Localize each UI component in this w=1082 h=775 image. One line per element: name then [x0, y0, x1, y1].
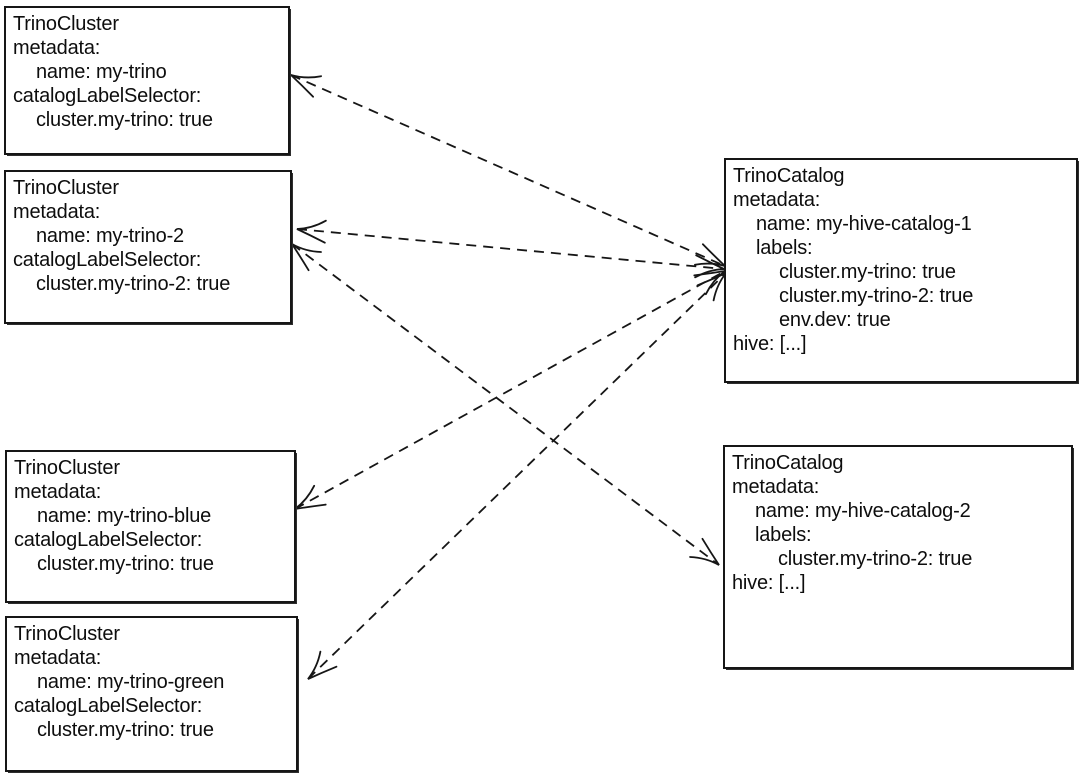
node-text-line: TrinoCatalog [733, 165, 845, 187]
node-text-line: cluster.my-trino-2: true [778, 548, 973, 570]
node-text-line: metadata: [14, 481, 102, 503]
node-text-line: TrinoCluster [13, 177, 119, 199]
node-text-line: name: my-trino-2 [36, 225, 184, 247]
node-text-line: cluster.my-trino: true [779, 261, 956, 283]
node-text-line: metadata: [732, 476, 820, 498]
node-text-line: hive: [...] [733, 333, 807, 355]
edge-trino-cluster-my-trino-2-to-trino-catalog-my-hive-catalog-1 [296, 219, 725, 279]
edge-trino-cluster-my-trino-to-trino-catalog-my-hive-catalog-1 [290, 74, 726, 267]
node-text-line: metadata: [14, 647, 102, 669]
node-text-line: cluster.my-trino-2: true [779, 285, 974, 307]
node-text-line: TrinoCluster [13, 13, 119, 35]
node-text-line: catalogLabelSelector: [14, 695, 203, 717]
node-text-line: cluster.my-trino-2: true [36, 273, 231, 295]
node-text-line: TrinoCluster [14, 623, 120, 645]
edge-trino-cluster-my-trino-green-to-trino-catalog-my-hive-catalog-1 [307, 272, 727, 680]
node-text-line: name: my-trino [36, 61, 167, 83]
node-text-line: TrinoCluster [14, 457, 120, 479]
node-text-line: TrinoCatalog [732, 452, 844, 474]
node-text-line: name: my-trino-blue [37, 505, 212, 527]
node-text-line: metadata: [13, 37, 101, 59]
node-text-line: metadata: [733, 189, 821, 211]
node-text-line: env.dev: true [779, 309, 891, 331]
edge-trino-cluster-my-trino-2-to-trino-catalog-my-hive-catalog-2 [291, 243, 720, 566]
node-text-line: catalogLabelSelector: [13, 85, 202, 107]
node-text-line: cluster.my-trino: true [37, 719, 214, 741]
node-text-line: metadata: [13, 201, 101, 223]
node-text-line: name: my-hive-catalog-2 [755, 500, 971, 522]
node-text-line: hive: [...] [732, 572, 806, 594]
edge-trino-cluster-my-trino-blue-to-trino-catalog-my-hive-catalog-1 [294, 270, 726, 510]
node-text-line: name: my-trino-green [37, 671, 225, 693]
node-text-line: cluster.my-trino: true [36, 109, 213, 131]
node-text-line: name: my-hive-catalog-1 [756, 213, 972, 235]
node-text-line: catalogLabelSelector: [13, 249, 202, 271]
node-text-line: labels: [755, 524, 812, 546]
node-text-line: cluster.my-trino: true [37, 553, 214, 575]
node-text-line: labels: [756, 237, 813, 259]
node-text-line: catalogLabelSelector: [14, 529, 203, 551]
